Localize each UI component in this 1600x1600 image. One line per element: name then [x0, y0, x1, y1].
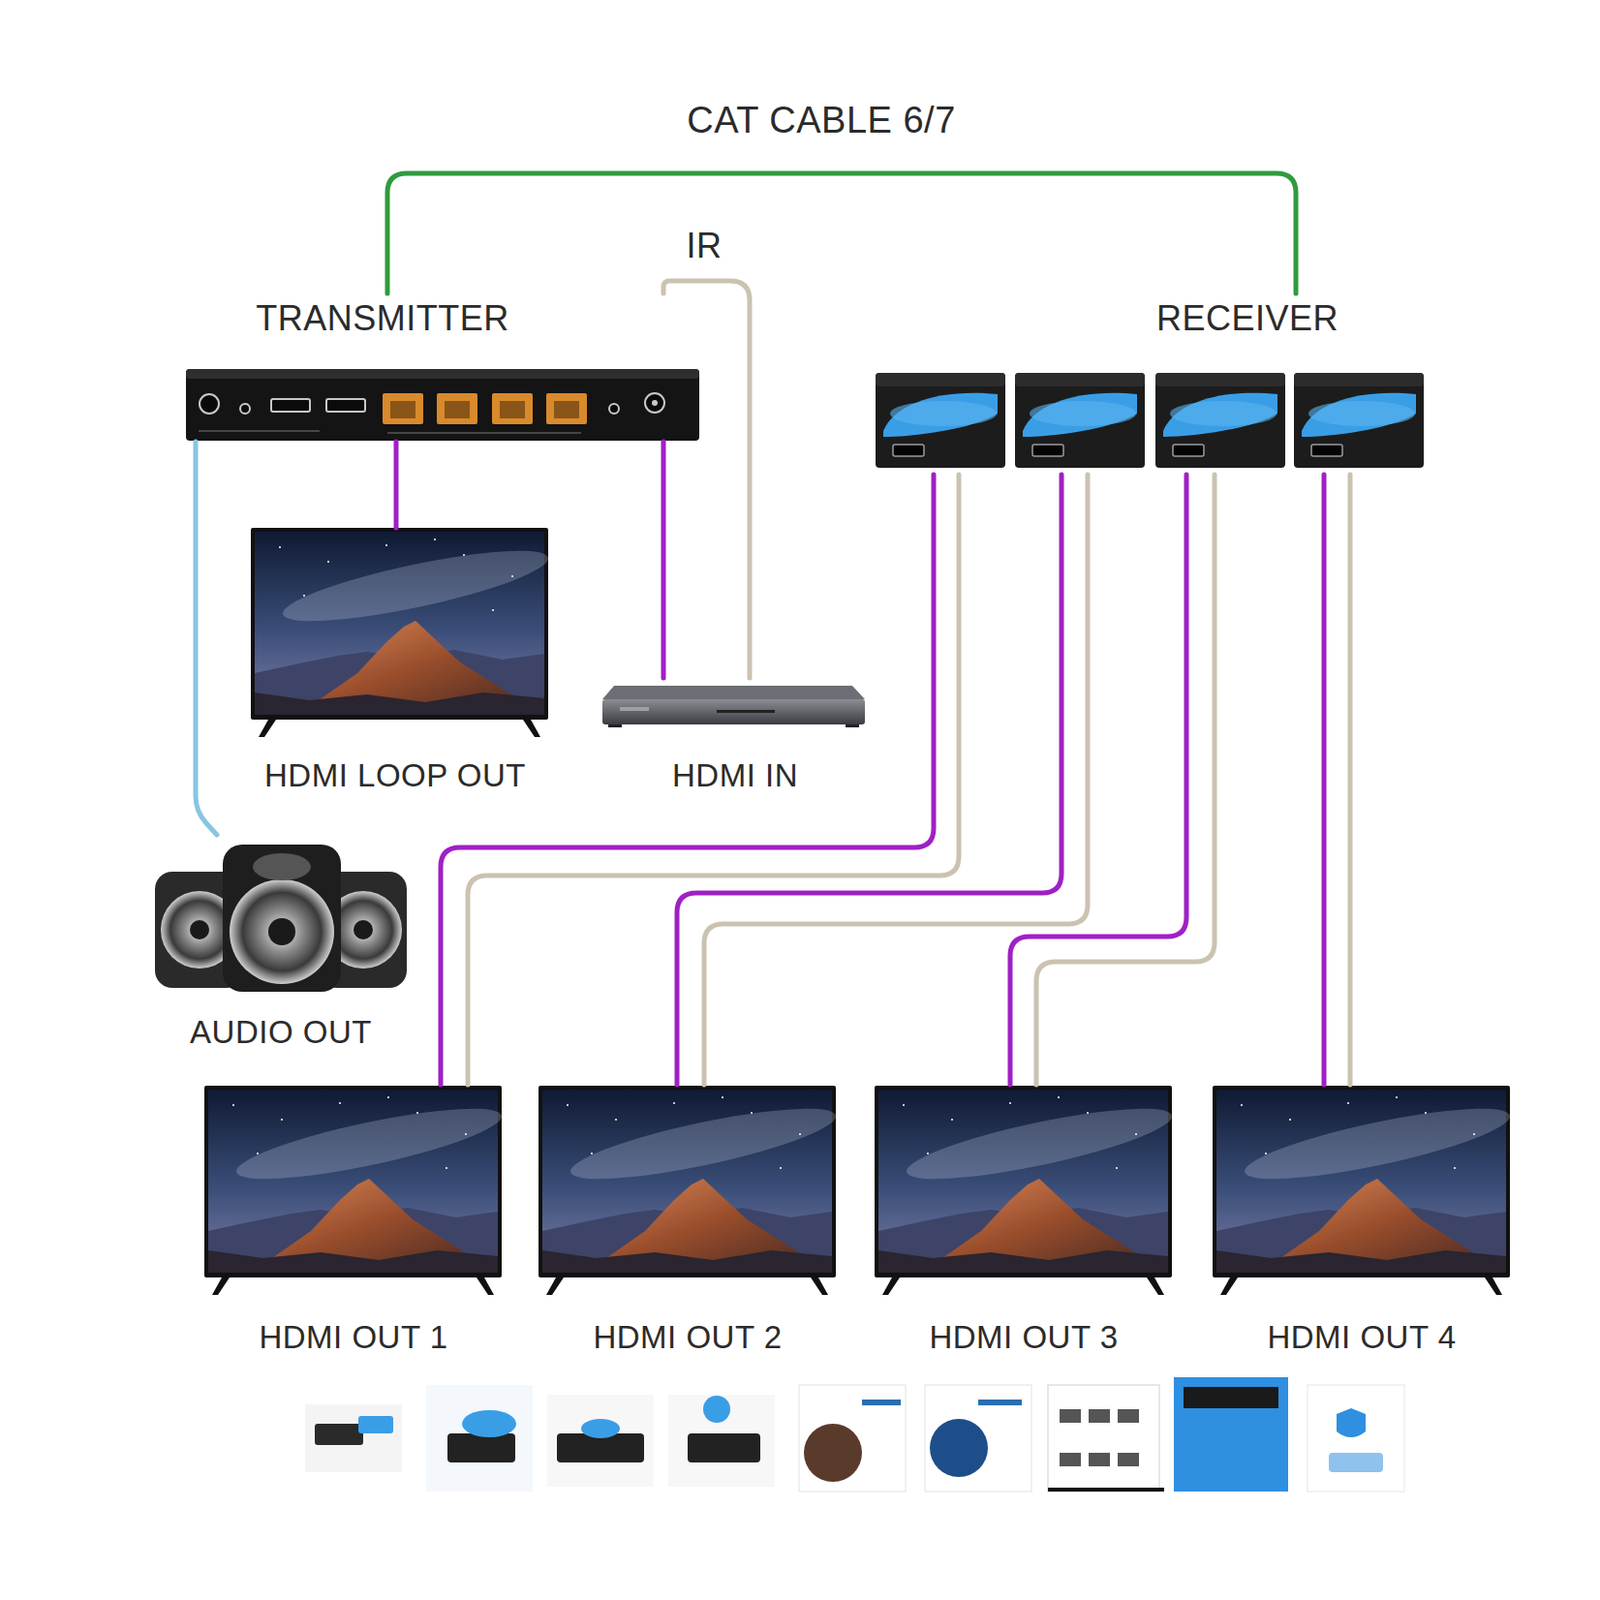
output-tv: HDMI OUT 3 — [874, 1084, 1172, 1358]
device-label: HDMI OUT 3 — [928, 1320, 1118, 1355]
receiver-group: RECEIVER — [875, 293, 1424, 475]
ir-cable — [663, 280, 750, 678]
device-label: TRANSMITTER — [255, 299, 510, 339]
tv-screens — [204, 527, 1515, 1295]
device-label: HDMI LOOP OUT — [264, 758, 526, 794]
cat-cable — [387, 173, 1296, 294]
device-label: HDMI OUT 4 — [1266, 1320, 1456, 1355]
audio-cable — [195, 441, 217, 835]
media-player — [602, 685, 865, 728]
hdmi-cable — [661, 441, 667, 678]
device-label: RECEIVER — [1156, 299, 1339, 339]
ir-cable — [1348, 474, 1354, 1085]
output-tv: HDMI OUT 4 — [1212, 1084, 1510, 1358]
hdmi-cable — [1322, 474, 1327, 1085]
cable-label: IR — [682, 226, 727, 266]
device-label: AUDIO OUT — [189, 1015, 372, 1050]
thumbnail-strip — [305, 1377, 1405, 1492]
device-label: HDMI OUT 2 — [592, 1320, 782, 1355]
output-tv: HDMI OUT 1 — [204, 1084, 502, 1358]
loop-out-tv: HDMI LOOP OUT — [250, 527, 549, 800]
ir-cable — [467, 474, 959, 1085]
speaker-set: AUDIO OUT — [153, 834, 408, 1053]
speakers — [154, 844, 407, 992]
device-label: HDMI OUT 1 — [258, 1320, 448, 1355]
cable-label: CAT CABLE 6/7 — [682, 100, 960, 142]
transmitter-device — [185, 369, 700, 441]
hdmi-cable — [394, 441, 400, 528]
transmitter-unit: TRANSMITTER — [185, 293, 700, 442]
receiver-devices — [875, 372, 1424, 468]
ir-cable — [1036, 474, 1215, 1085]
device-label: HDMI IN — [672, 758, 799, 794]
output-tv: HDMI OUT 2 — [538, 1084, 836, 1358]
source-player: HDMI IN — [602, 677, 865, 800]
